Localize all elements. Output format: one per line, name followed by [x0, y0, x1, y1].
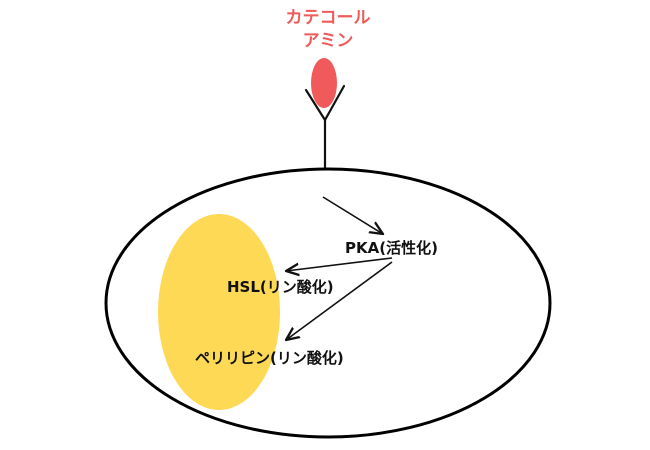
- catecholamine-ligand: [311, 58, 337, 108]
- arrow-pka-to-perilipin: [286, 261, 393, 340]
- ligand-label-line1: カテコール: [286, 8, 371, 28]
- pka-label: PKA(活性化): [345, 239, 438, 257]
- arrow-receptor-to-pka: [322, 196, 383, 234]
- receptor: [304, 84, 346, 170]
- hsl-label: HSL(リン酸化): [227, 278, 334, 296]
- arrow-pka-to-hsl: [286, 257, 393, 271]
- perilipin-label: ペリリピン(リン酸化): [195, 349, 344, 367]
- ligand-label-line2: アミン: [303, 31, 354, 51]
- lipid-droplet: [158, 214, 280, 410]
